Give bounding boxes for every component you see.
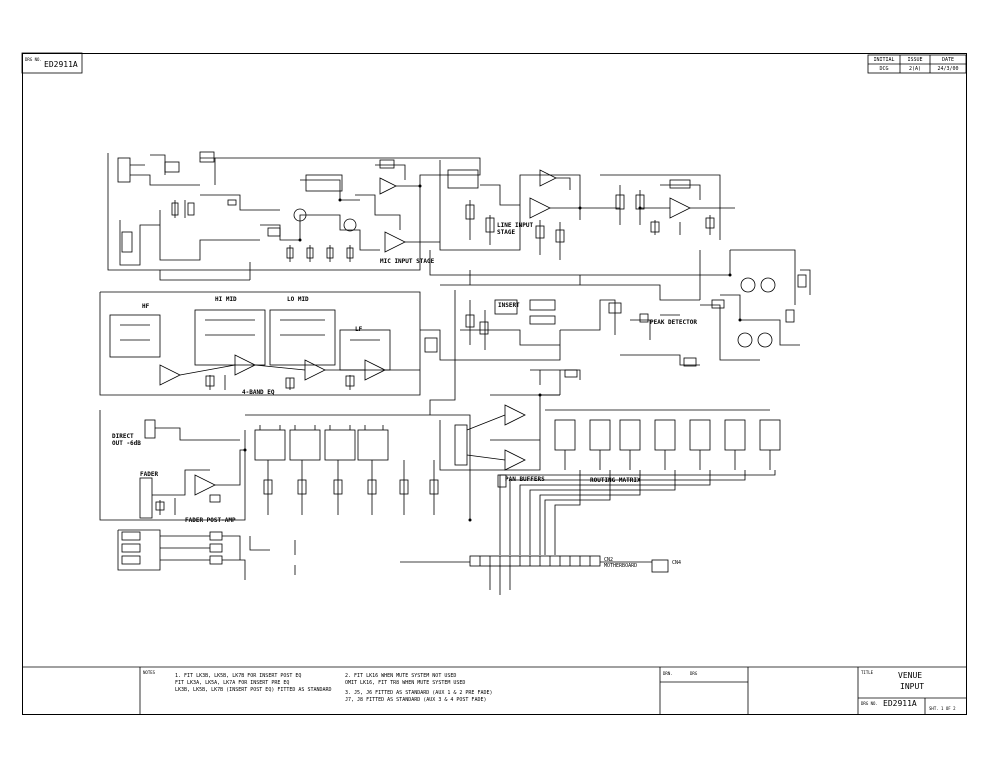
peak-transistor-4 bbox=[757, 332, 773, 348]
eq-hf-box bbox=[109, 314, 161, 358]
label-mic-input: MIC INPUT STAGE bbox=[380, 258, 435, 265]
label-pan-buffers: PAN BUFFERS bbox=[505, 476, 545, 483]
label-line-input: LINE INPUT STAGE bbox=[497, 222, 534, 236]
rev-header-initial: INITIAL bbox=[873, 56, 895, 63]
label-cn2: CN2 MOTHERBOARD bbox=[604, 557, 638, 569]
label-hi-mid: HI MID bbox=[215, 296, 237, 303]
rev-header-issue: ISSUE bbox=[907, 56, 923, 63]
label-routing-matrix: ROUTING MATRIX bbox=[590, 477, 641, 484]
rev-header-date: DATE bbox=[941, 56, 955, 63]
rev-value-issue: 2(A) bbox=[908, 65, 922, 72]
footer-drn-value: DRG bbox=[690, 671, 698, 676]
footer-drg-number: ED2911A bbox=[883, 699, 917, 708]
pan-opamp-bottom bbox=[504, 449, 526, 471]
header-drg-box bbox=[21, 52, 83, 74]
eq-himid-box bbox=[194, 309, 266, 366]
footer-note-1a: 1. FIT LK3B, LK5B, LK7B FOR INSERT POST … bbox=[175, 673, 302, 679]
footer-note-1b: FIT LK3A, LK5A, LK7A FOR INSERT PRE EQ bbox=[175, 680, 290, 686]
rev-value-date: 24/3/00 bbox=[937, 65, 959, 72]
label-peak-detector: PEAK DETECTOR bbox=[650, 319, 697, 326]
mic-transistor-left bbox=[293, 208, 307, 222]
fader-icon bbox=[139, 477, 153, 519]
eq-lomid-box bbox=[269, 309, 336, 366]
label-lf: LF bbox=[355, 326, 363, 333]
eq-opamp-hf bbox=[159, 364, 181, 386]
cn4-connector bbox=[651, 559, 669, 573]
rev-value-initial: DCG bbox=[879, 65, 889, 72]
drawing-frame bbox=[22, 53, 967, 715]
fader-opamp bbox=[194, 474, 216, 496]
direct-out-jack-icon bbox=[144, 419, 156, 439]
footer-note-3a: 3. J5, J6 FITTED AS STANDARD (AUX 1 & 2 … bbox=[345, 690, 493, 696]
header-drg-label: DRG NO. bbox=[25, 57, 42, 62]
line-jack-icon bbox=[121, 231, 133, 253]
footer-drg-label: DRG NO. bbox=[861, 701, 878, 706]
peak-transistor-2 bbox=[760, 277, 776, 293]
label-insert: INSERT bbox=[498, 302, 520, 309]
peak-transistor-1 bbox=[740, 277, 756, 293]
eq-opamp-lomid bbox=[304, 359, 326, 381]
mic-opamp-bottom bbox=[384, 231, 406, 253]
label-lo-mid: LO MID bbox=[287, 296, 309, 303]
pan-opamp-top bbox=[504, 404, 526, 426]
footer-note-2a: 2. FIT LK16 WHEN MUTE SYSTEM NOT USED bbox=[345, 673, 457, 679]
hpf-opamp bbox=[669, 197, 691, 219]
mic-transistor-right bbox=[343, 218, 357, 232]
footer-note-2b: OMIT LK16, FIT TR8 WHEN MUTE SYSTEM USED bbox=[345, 680, 466, 686]
label-fader-post-amp: FADER POST-AMP bbox=[185, 517, 236, 524]
line-opamp-1 bbox=[529, 197, 551, 219]
mic-opamp-top bbox=[379, 177, 397, 195]
footer-note-3b: J7, J8 FITTED AS STANDARD (AUX 3 & 4 POS… bbox=[345, 697, 487, 703]
footer-drn-label: DRN. bbox=[663, 671, 673, 676]
xlr-input-icon bbox=[117, 157, 131, 183]
footer-sheet: SHT. 1 OF 2 bbox=[929, 706, 956, 711]
cn2-connector bbox=[469, 555, 601, 567]
label-fader: FADER bbox=[140, 471, 159, 478]
footer-title-line2: INPUT bbox=[900, 682, 925, 691]
footer-notes-label: NOTES bbox=[143, 670, 156, 675]
footer-note-1c: LK3B, LK5B, LK7B (INSERT POST EQ) FITTED… bbox=[175, 687, 332, 693]
footer-title-line1: VENUE bbox=[898, 671, 923, 680]
line-opamp-2 bbox=[539, 169, 557, 187]
label-four-band-eq: 4-BAND EQ bbox=[242, 389, 275, 396]
label-direct-out: DIRECT OUT -6dB bbox=[112, 433, 141, 447]
peak-transistor-3 bbox=[737, 332, 753, 348]
label-hf: HF bbox=[142, 303, 150, 310]
label-cn4: CN4 bbox=[672, 560, 682, 566]
footer-title-label: TITLE bbox=[861, 670, 874, 675]
header-drg-number: ED2911A bbox=[44, 60, 78, 69]
